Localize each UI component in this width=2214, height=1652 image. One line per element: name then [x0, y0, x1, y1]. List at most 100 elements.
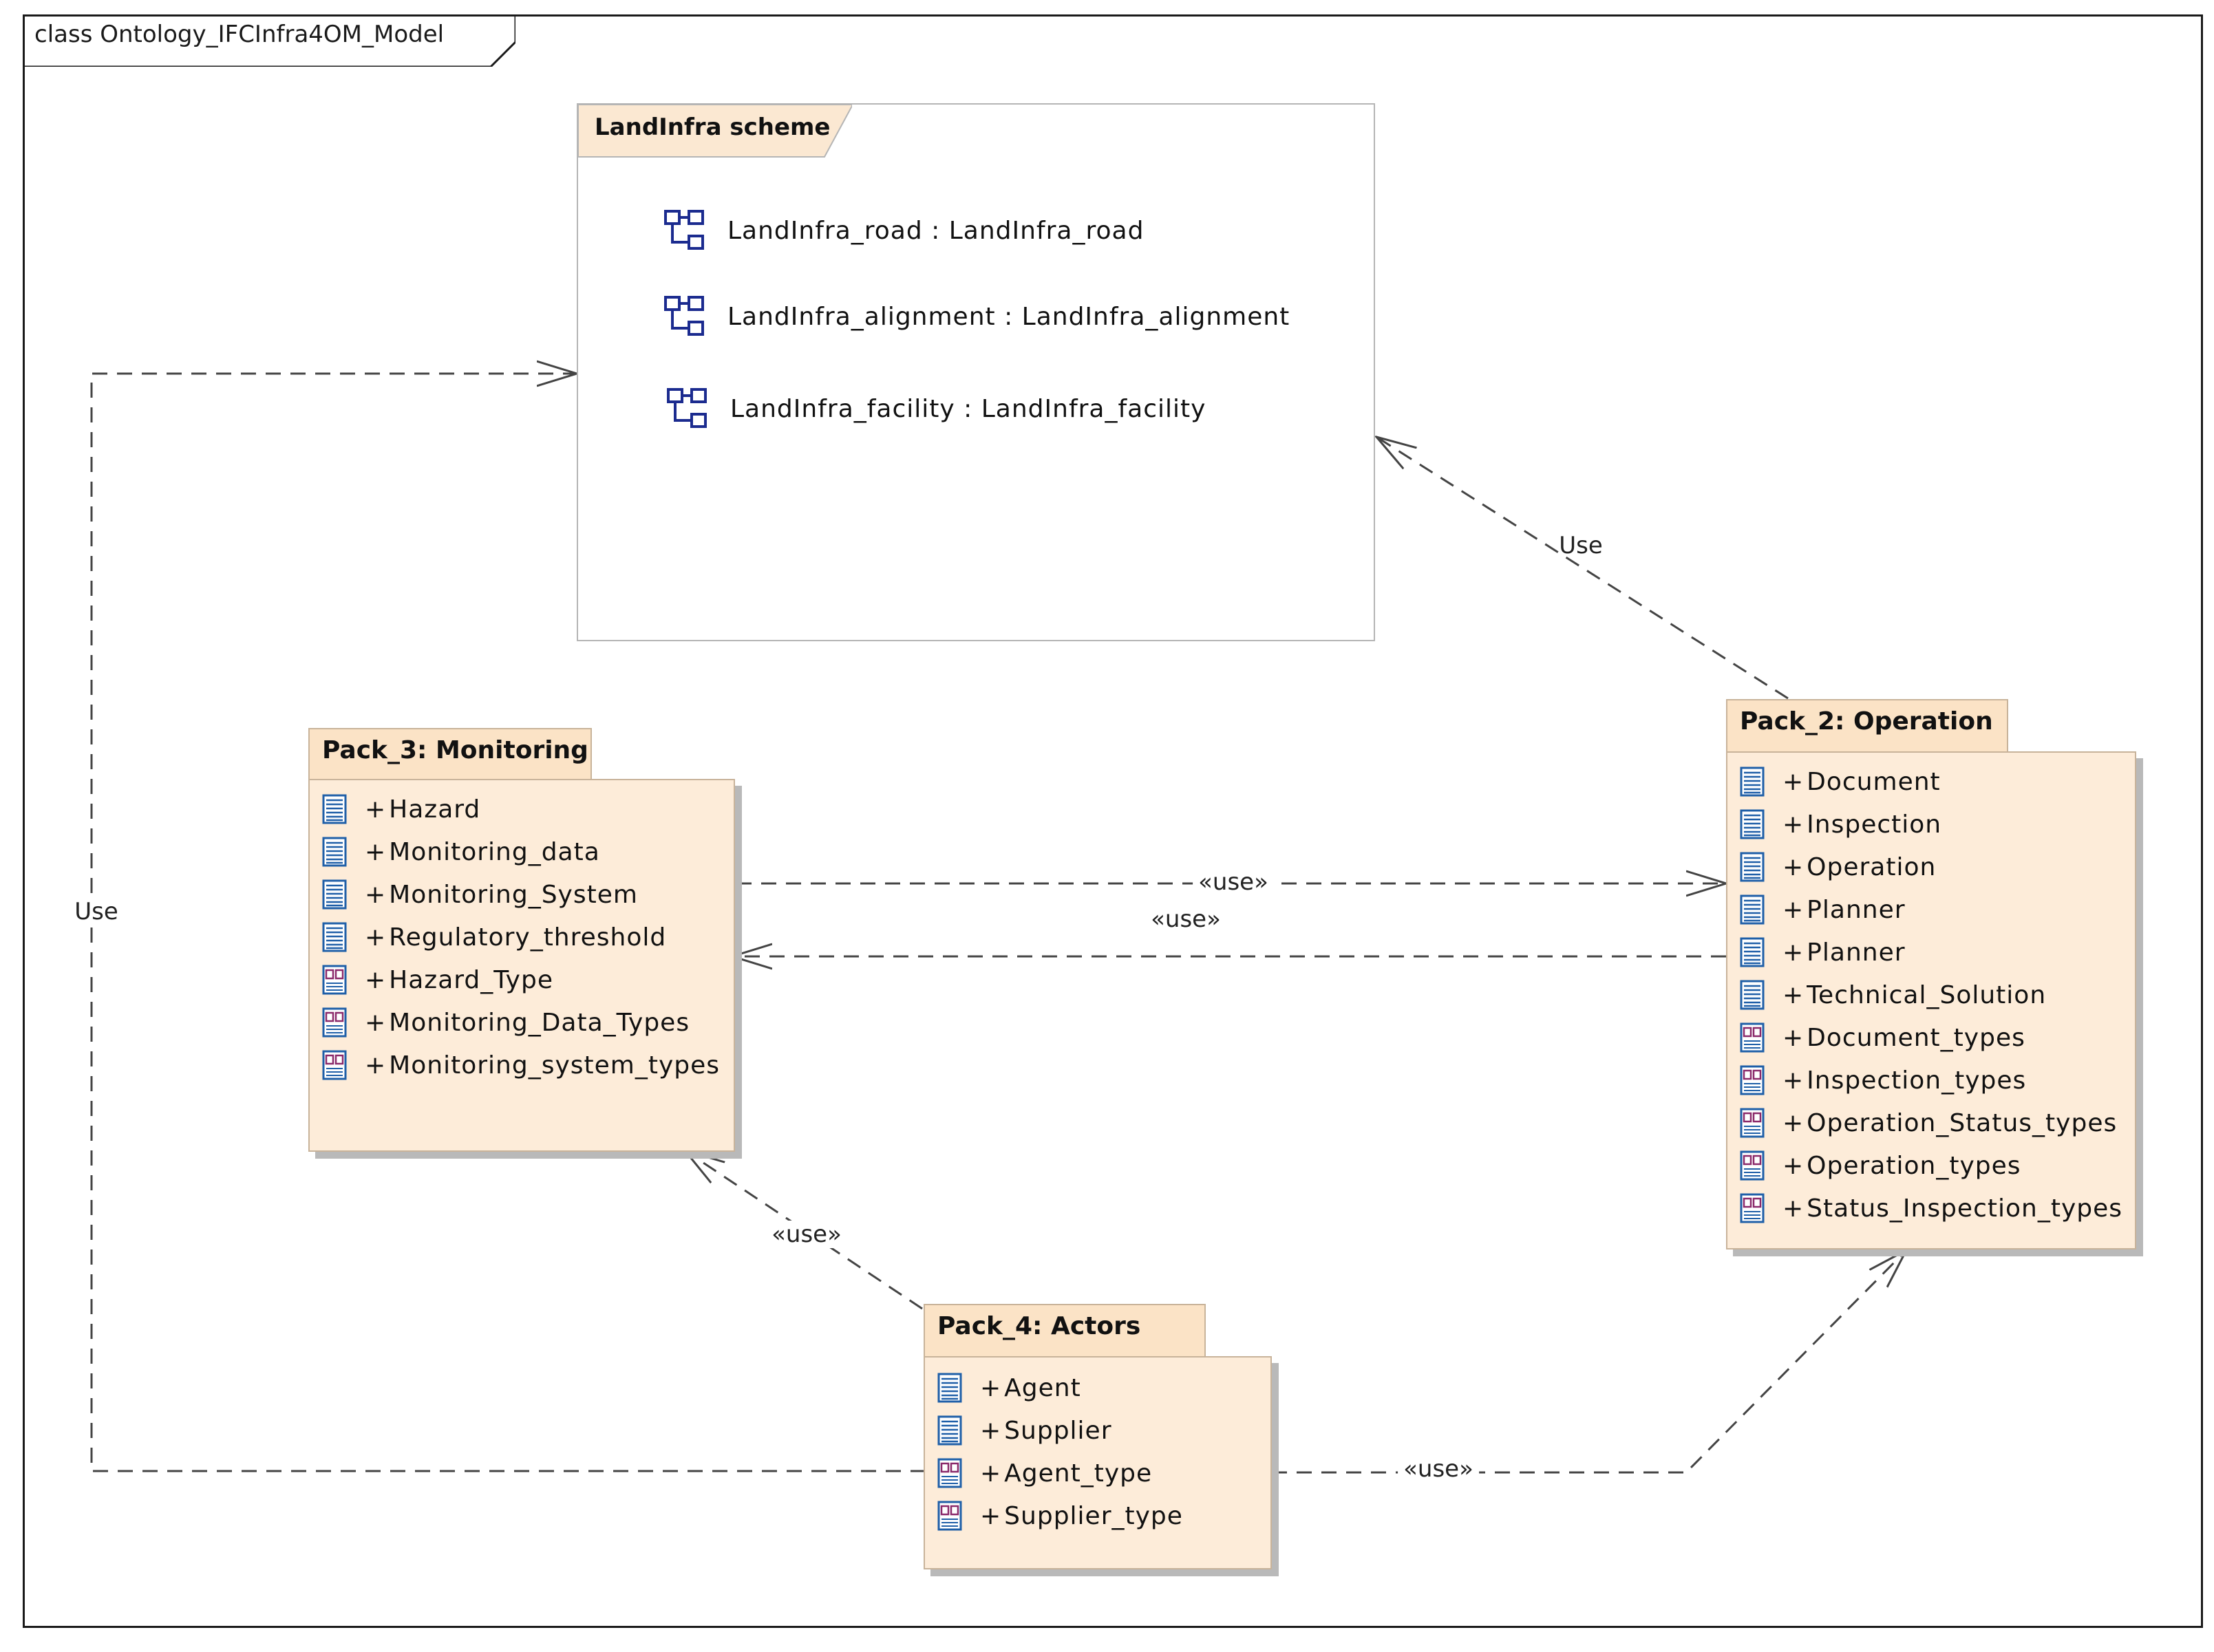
- item-name: Inspection_types: [1807, 1066, 2027, 1095]
- class-icon: [1740, 894, 1765, 925]
- enumeration-icon: [1740, 1193, 1765, 1223]
- visibility-marker: +: [365, 1051, 387, 1080]
- visibility-marker: +: [980, 1416, 1002, 1445]
- package-item[interactable]: +Monitoring_System: [322, 879, 638, 910]
- enumeration-icon: [322, 1050, 347, 1080]
- visibility-marker: +: [980, 1459, 1002, 1488]
- visibility-marker: +: [365, 837, 387, 866]
- item-name: Operation: [1807, 852, 1937, 881]
- package-item[interactable]: +Hazard: [322, 794, 480, 824]
- package-title: Pack_3: Monitoring: [308, 728, 592, 779]
- item-name: Monitoring_System: [389, 880, 638, 909]
- visibility-marker: +: [1782, 810, 1805, 839]
- visibility-marker: +: [1782, 895, 1805, 924]
- part-landinfra-alignment[interactable]: LandInfra_alignment : LandInfra_alignmen…: [663, 294, 1290, 339]
- visibility-marker: +: [1782, 852, 1805, 881]
- item-name: Technical_Solution: [1807, 980, 2047, 1009]
- package-item[interactable]: +Monitoring_data: [322, 837, 600, 867]
- scheme-title-tab: [577, 104, 852, 158]
- part-landinfra-road[interactable]: LandInfra_road : LandInfra_road: [663, 208, 1144, 253]
- visibility-marker: +: [1782, 767, 1805, 796]
- class-icon: [1740, 809, 1765, 839]
- part-label: LandInfra_facility : LandInfra_facility: [730, 394, 1206, 423]
- landinfra-scheme[interactable]: [577, 103, 1375, 641]
- package-body: [924, 1356, 1272, 1569]
- enumeration-icon: [1740, 1108, 1765, 1138]
- package-item[interactable]: +Operation_types: [1740, 1150, 2021, 1181]
- package-item[interactable]: +Planner: [1740, 894, 1906, 925]
- package-item[interactable]: +Operation_Status_types: [1740, 1108, 2117, 1138]
- item-name: Monitoring_data: [389, 837, 600, 866]
- scheme-title: LandInfra scheme: [595, 114, 831, 141]
- enumeration-icon: [1740, 1065, 1765, 1095]
- part-icon: [664, 210, 704, 250]
- item-name: Document_types: [1807, 1023, 2025, 1052]
- enumeration-icon: [937, 1501, 962, 1531]
- part-landinfra-facility[interactable]: LandInfra_facility : LandInfra_facility: [666, 387, 1206, 431]
- package-title: Pack_2: Operation: [1726, 699, 2008, 751]
- class-icon: [937, 1415, 962, 1446]
- visibility-marker: +: [1782, 938, 1805, 967]
- part-label: LandInfra_road : LandInfra_road: [727, 216, 1145, 245]
- link-label-operation-monitoring: «use»: [1151, 905, 1221, 933]
- package-operation[interactable]: Pack_2: Operation +Document+Inspection+O…: [1726, 699, 2136, 1249]
- visibility-marker: +: [365, 965, 387, 994]
- visibility-marker: +: [365, 880, 387, 909]
- link-label-actors-monitoring: «use»: [767, 1221, 846, 1248]
- item-name: Status_Inspection_types: [1807, 1194, 2123, 1223]
- frame-title: class Ontology_IFCInfra4OM_Model: [34, 21, 445, 48]
- package-item[interactable]: +Agent: [937, 1373, 1081, 1403]
- package-item[interactable]: +Operation: [1740, 852, 1936, 882]
- visibility-marker: +: [365, 1008, 387, 1037]
- link-label-monitoring-operation: «use»: [1193, 868, 1274, 896]
- enumeration-icon: [1740, 1150, 1765, 1181]
- class-icon: [322, 879, 347, 910]
- link-operation-to-scheme: [1376, 437, 1789, 700]
- visibility-marker: +: [980, 1501, 1002, 1530]
- package-item[interactable]: +Hazard_Type: [322, 965, 553, 995]
- package-item[interactable]: +Monitoring_system_types: [322, 1050, 720, 1080]
- package-item[interactable]: +Technical_Solution: [1740, 980, 2046, 1010]
- package-item[interactable]: +Monitoring_Data_Types: [322, 1007, 690, 1038]
- item-name: Agent_type: [1004, 1459, 1153, 1488]
- link-label-operation-scheme: Use: [1559, 532, 1603, 559]
- item-name: Operation_Status_types: [1807, 1108, 2118, 1137]
- item-name: Planner: [1807, 895, 1906, 924]
- class-icon: [1740, 852, 1765, 882]
- package-item[interactable]: +Status_Inspection_types: [1740, 1193, 2122, 1223]
- part-icon: [667, 388, 707, 428]
- item-name: Document: [1807, 767, 1941, 796]
- package-actors[interactable]: Pack_4: Actors +Agent+Supplier+Agent_typ…: [924, 1304, 1272, 1569]
- visibility-marker: +: [1782, 1108, 1805, 1137]
- package-item[interactable]: +Supplier: [937, 1415, 1112, 1446]
- enumeration-icon: [322, 965, 347, 995]
- package-item[interactable]: +Supplier_type: [937, 1501, 1183, 1531]
- package-item[interactable]: +Planner: [1740, 937, 1906, 967]
- class-icon: [937, 1373, 962, 1403]
- item-name: Operation_types: [1807, 1151, 2021, 1180]
- package-item[interactable]: +Agent_type: [937, 1458, 1152, 1488]
- package-item[interactable]: +Document_types: [1740, 1022, 2025, 1053]
- item-name: Hazard_Type: [389, 965, 553, 994]
- link-actors-to-operation: [1272, 1250, 1906, 1474]
- class-icon: [322, 922, 347, 952]
- part-label: LandInfra_alignment : LandInfra_alignmen…: [727, 302, 1290, 331]
- package-item[interactable]: +Regulatory_threshold: [322, 922, 666, 952]
- package-item[interactable]: +Inspection: [1740, 809, 1941, 839]
- part-icon: [664, 296, 704, 336]
- item-name: Agent: [1004, 1373, 1081, 1402]
- visibility-marker: +: [1782, 1151, 1805, 1180]
- item-name: Inspection: [1807, 810, 1942, 839]
- visibility-marker: +: [980, 1373, 1002, 1402]
- visibility-marker: +: [1782, 980, 1805, 1009]
- enumeration-icon: [1740, 1022, 1765, 1053]
- class-icon: [322, 837, 347, 867]
- package-item[interactable]: +Inspection_types: [1740, 1065, 2026, 1095]
- package-monitoring[interactable]: Pack_3: Monitoring +Hazard+Monitoring_da…: [308, 728, 735, 1152]
- diagram-frame: [23, 14, 2203, 1628]
- visibility-marker: +: [1782, 1194, 1805, 1223]
- package-title: Pack_4: Actors: [924, 1304, 1206, 1356]
- item-name: Monitoring_Data_Types: [389, 1008, 690, 1037]
- package-item[interactable]: +Document: [1740, 766, 1941, 797]
- class-icon: [1740, 766, 1765, 797]
